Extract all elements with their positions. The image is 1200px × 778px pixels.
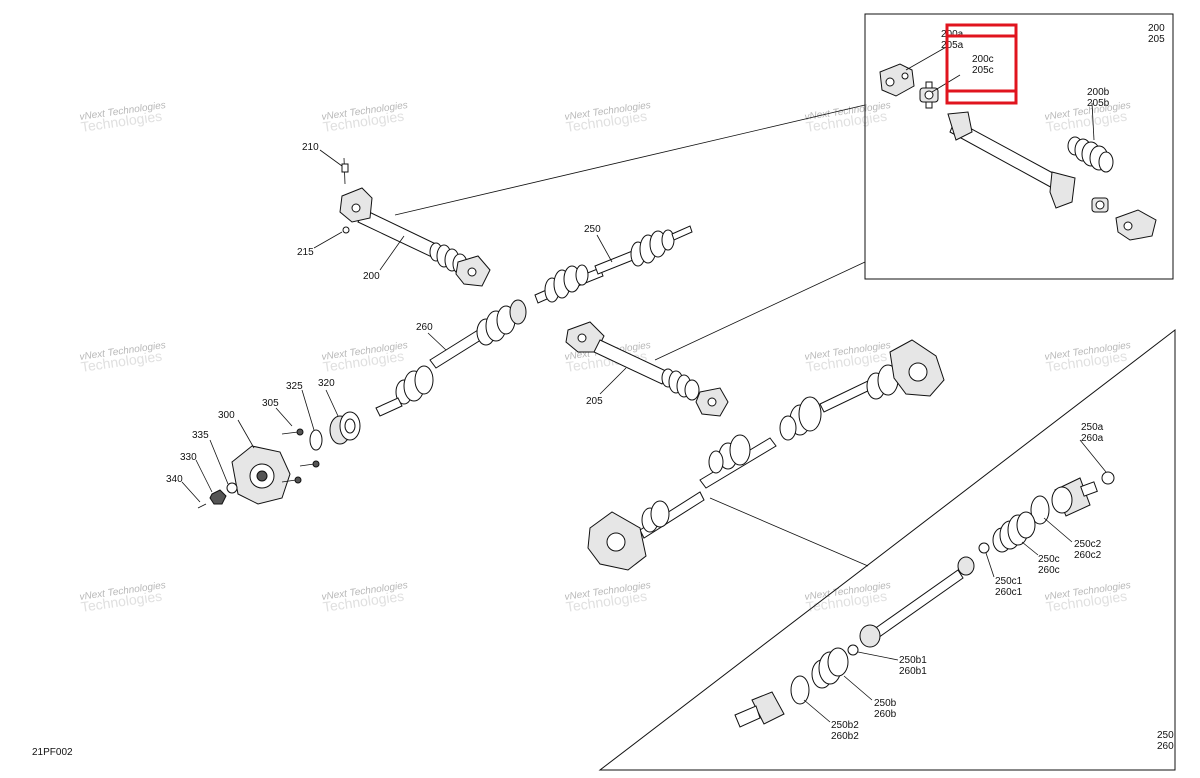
callout-205a: 205a — [941, 40, 964, 51]
callout-205: 205 — [586, 396, 603, 407]
inset-ref-250: 250 — [1157, 730, 1174, 741]
driveshaft-assembly-right — [587, 339, 945, 571]
callout-330: 330 — [180, 452, 197, 463]
clamp-250b2 — [790, 675, 810, 705]
callout-260b: 260b — [874, 709, 897, 720]
callout-300: 300 — [218, 410, 235, 421]
callout-325: 325 — [286, 381, 303, 392]
callout-250c1: 250c1 — [995, 576, 1023, 587]
inset-propshaft-detail: 200 205 200a 205a 200c 205c 200b 205b — [394, 13, 1174, 361]
inset-ref-200: 200 — [1148, 23, 1165, 34]
wheel-hub-right-upper — [889, 339, 945, 397]
callout-250a: 250a — [1081, 422, 1104, 433]
callout-260b2: 260b2 — [831, 731, 859, 742]
snap-ring-325 — [309, 429, 323, 451]
boot-200b — [1067, 136, 1114, 173]
propshaft-200 — [313, 149, 491, 287]
callout-260c2: 260c2 — [1074, 550, 1102, 561]
callout-260: 260 — [416, 322, 433, 333]
callout-260b1: 260b1 — [899, 666, 927, 677]
universal-cross — [1091, 197, 1109, 213]
callout-250c2: 250c2 — [1074, 539, 1102, 550]
wheel-hub-right-lower — [587, 511, 647, 571]
inner-race — [957, 556, 975, 576]
boot-right-upper — [779, 396, 822, 441]
bolts-305 — [281, 428, 320, 484]
boot-right-top — [866, 364, 899, 400]
propshaft-tube — [947, 111, 1076, 209]
clamp-250c2 — [1030, 495, 1050, 525]
inner-race-lower — [859, 624, 881, 648]
inset-driveshaft-detail: 250a 260a 250c2 260c2 250c 260c 250c1 26… — [598, 328, 1176, 771]
washer-330-nut-335 — [197, 482, 238, 509]
callout-250b2: 250b2 — [831, 720, 859, 731]
callout-320: 320 — [318, 378, 335, 389]
driveshaft-250 — [534, 225, 693, 304]
clamp-250b1 — [847, 644, 859, 656]
wheel-hub-300 — [231, 445, 291, 505]
cv-outer-stub — [734, 691, 785, 728]
callout-260c: 260c — [1038, 565, 1060, 576]
driveshaft-260-outer-boot — [476, 299, 527, 346]
propshaft-205-boot — [661, 368, 700, 401]
callout-210: 210 — [302, 142, 319, 153]
snap-ring-250a — [1101, 471, 1115, 485]
callout-200c: 200c — [972, 54, 994, 65]
universal-cross-200c — [919, 81, 939, 109]
inset-ref-260: 260 — [1157, 741, 1174, 752]
clamp-250c1 — [978, 542, 990, 554]
boot-right-bottom — [641, 500, 670, 533]
callout-260c1: 260c1 — [995, 587, 1023, 598]
boot-250b — [811, 647, 849, 689]
cv-outer-housing-250a — [1051, 477, 1098, 517]
boot-right-lower — [708, 434, 751, 474]
callout-250b: 250b — [874, 698, 897, 709]
boot-250c — [992, 511, 1036, 553]
callout-335: 335 — [192, 430, 209, 441]
callout-215: 215 — [297, 247, 314, 258]
inset-ref-205: 205 — [1148, 34, 1165, 45]
driveshaft-250-inner-boot — [544, 264, 589, 303]
highlight-box-inner — [945, 34, 1018, 93]
callout-205c: 205c — [972, 65, 994, 76]
callout-340: 340 — [166, 474, 183, 485]
yoke — [1115, 209, 1157, 241]
diagram-code: 21PF002 — [32, 747, 73, 758]
callout-200b: 200b — [1087, 87, 1110, 98]
callout-305: 305 — [262, 398, 279, 409]
driveshaft-250-outer-boot — [630, 229, 675, 267]
callout-250b1: 250b1 — [899, 655, 927, 666]
driveshaft-260 — [375, 299, 527, 417]
callout-250: 250 — [584, 224, 601, 235]
bearing-320 — [329, 411, 361, 445]
callout-205b: 205b — [1087, 98, 1110, 109]
yoke-200a — [879, 63, 915, 97]
propshaft-205 — [565, 321, 729, 417]
callout-200: 200 — [363, 271, 380, 282]
callout-260a: 260a — [1081, 433, 1104, 444]
driveshaft-260-inner-boot — [395, 365, 434, 405]
callout-250c: 250c — [1038, 554, 1060, 565]
